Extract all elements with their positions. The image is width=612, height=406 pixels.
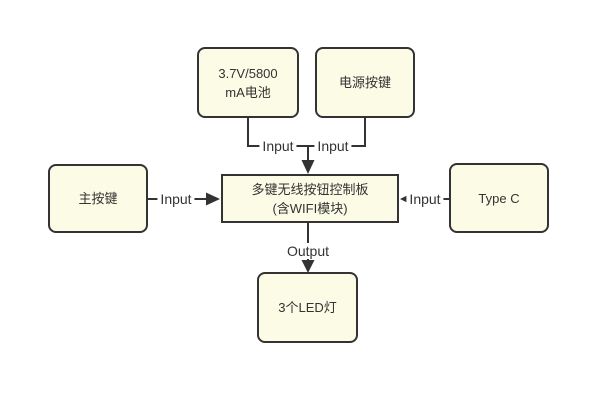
arrowhead-into-led-top xyxy=(301,260,315,273)
arrowhead-into-controller-top xyxy=(301,160,315,174)
edge-label-led-output: Output xyxy=(283,243,333,259)
edge-label-main-input: Input xyxy=(157,191,195,207)
node-main-button-label: 主按键 xyxy=(78,191,118,206)
edge-label-typec-input: Input xyxy=(406,191,444,207)
edge-label-power-input: Input xyxy=(314,138,352,154)
connector-battery-power-merge xyxy=(247,118,366,147)
node-main-button: 主按键 xyxy=(48,164,148,233)
node-battery: 3.7V/5800 mA电池 xyxy=(197,47,299,118)
node-battery-label-line2: mA电池 xyxy=(225,84,271,100)
node-led-label: 3个LED灯 xyxy=(278,300,337,315)
node-led: 3个LED灯 xyxy=(257,272,358,343)
arrowhead-into-controller-left xyxy=(206,192,220,206)
node-controller-board: 多键无线按钮控制板 (含WIFI模块) xyxy=(221,174,399,223)
node-power-button: 电源按键 xyxy=(315,47,415,118)
node-controller-label-line2: (含WIFI模块) xyxy=(272,200,348,216)
node-power-button-label: 电源按键 xyxy=(338,75,391,90)
edge-label-battery-input: Input xyxy=(259,138,297,154)
node-type-c: Type C xyxy=(449,163,549,233)
node-type-c-label: Type C xyxy=(478,190,520,206)
node-controller-label-line1: 多键无线按钮控制板 xyxy=(251,181,369,197)
node-battery-label-line1: 3.7V/5800 xyxy=(218,65,278,81)
